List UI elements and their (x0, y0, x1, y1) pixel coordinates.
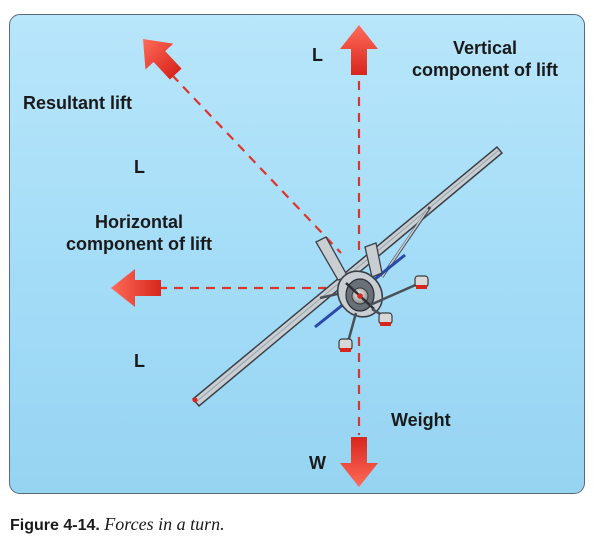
vertical-component-line-2: component of lift (412, 60, 558, 80)
figure-caption: Figure 4-14. Forces in a turn. (10, 514, 225, 535)
vertical-component-line-1: Vertical (452, 38, 518, 58)
vertical-component-label: Vertical component of lift (390, 37, 580, 81)
forces-diagram (111, 25, 504, 487)
horizontal-lift-arrow-icon (111, 269, 161, 307)
horizontal-lift-symbol: L (134, 351, 145, 371)
weight-label: Weight (391, 410, 451, 430)
resultant-lift-label: Resultant lift (23, 93, 133, 113)
figure-number: Figure 4-14. (10, 517, 100, 534)
weight-symbol: W (309, 453, 326, 473)
resultant-lift-dashed-line (171, 74, 342, 254)
resultant-lift-symbol: L (134, 157, 145, 177)
airplane-icon (191, 145, 504, 408)
vertical-lift-symbol: L (312, 45, 323, 65)
horizontal-component-line-1: Horizontal (95, 212, 183, 232)
resultant-lift-arrow-icon (143, 39, 182, 80)
diagram-panel: L Vertical component of lift Resultant l… (9, 14, 585, 494)
horizontal-component-label: Horizontal component of lift (44, 211, 234, 255)
weight-arrow-icon (340, 437, 378, 487)
figure-description: Forces in a turn. (104, 514, 225, 534)
vertical-lift-arrow-icon (340, 25, 378, 75)
horizontal-component-line-2: component of lift (66, 234, 212, 254)
